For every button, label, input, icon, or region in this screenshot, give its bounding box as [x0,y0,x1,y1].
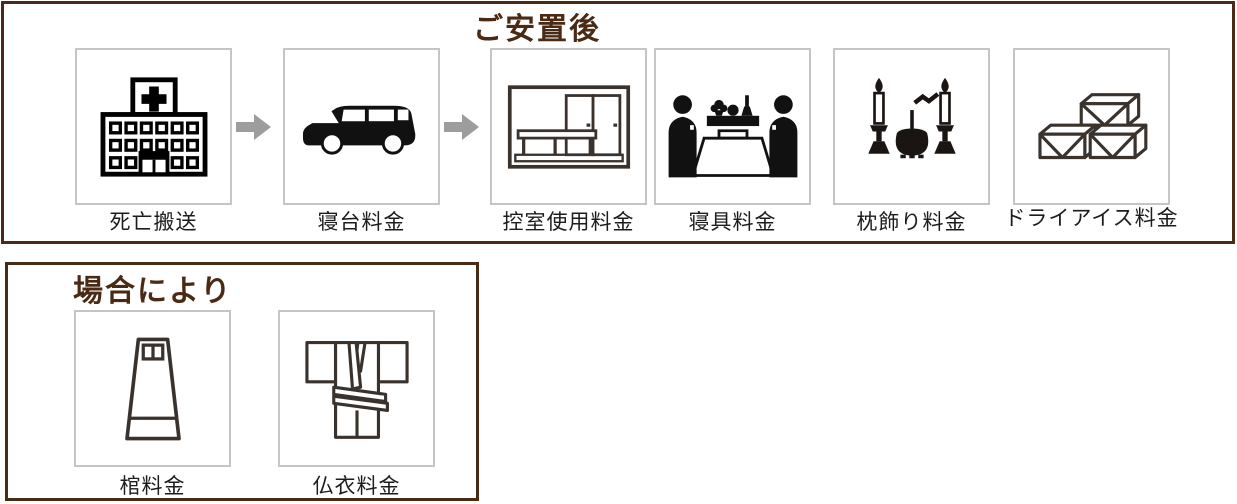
label-coffin-fee: 棺料金 [119,474,186,498]
panel-case-by-case-title: 場合により [73,274,233,309]
label-burial-robe-fee: 仏衣料金 [312,474,401,498]
label-bedding-fee: 寝具料金 [688,210,777,234]
flow-arrow-icon [444,112,480,142]
tile-coffin-fee [74,310,231,467]
tile-dry-ice-fee [1013,48,1170,205]
label-waiting-room-fee: 控室使用料金 [502,210,635,234]
tile-waiting-room-fee [490,48,647,205]
pillow-altar-icon [854,74,970,180]
flow-arrow-icon [236,112,272,142]
label-hearse-fee: 寝台料金 [317,210,406,234]
bedding-attendants-icon [663,67,803,187]
dry-ice-icon [1031,82,1153,172]
label-pillow-decoration-fee: 枕飾り料金 [856,210,967,234]
label-death-transport: 死亡搬送 [109,210,198,234]
burial-robe-icon [298,330,416,448]
coffin-icon [114,328,192,450]
tile-death-transport [75,48,232,205]
panel-after-repose-title: ご安置後 [473,12,601,47]
hospital-icon [96,75,212,179]
tile-bedding-fee [654,48,811,205]
tile-hearse-fee [283,48,440,205]
tile-burial-robe-fee [278,310,435,467]
label-dry-ice-fee: ドライアイス料金 [1004,206,1179,230]
tile-pillow-decoration-fee [833,48,990,205]
waiting-room-icon [507,84,631,170]
hearse-van-icon [299,97,425,157]
